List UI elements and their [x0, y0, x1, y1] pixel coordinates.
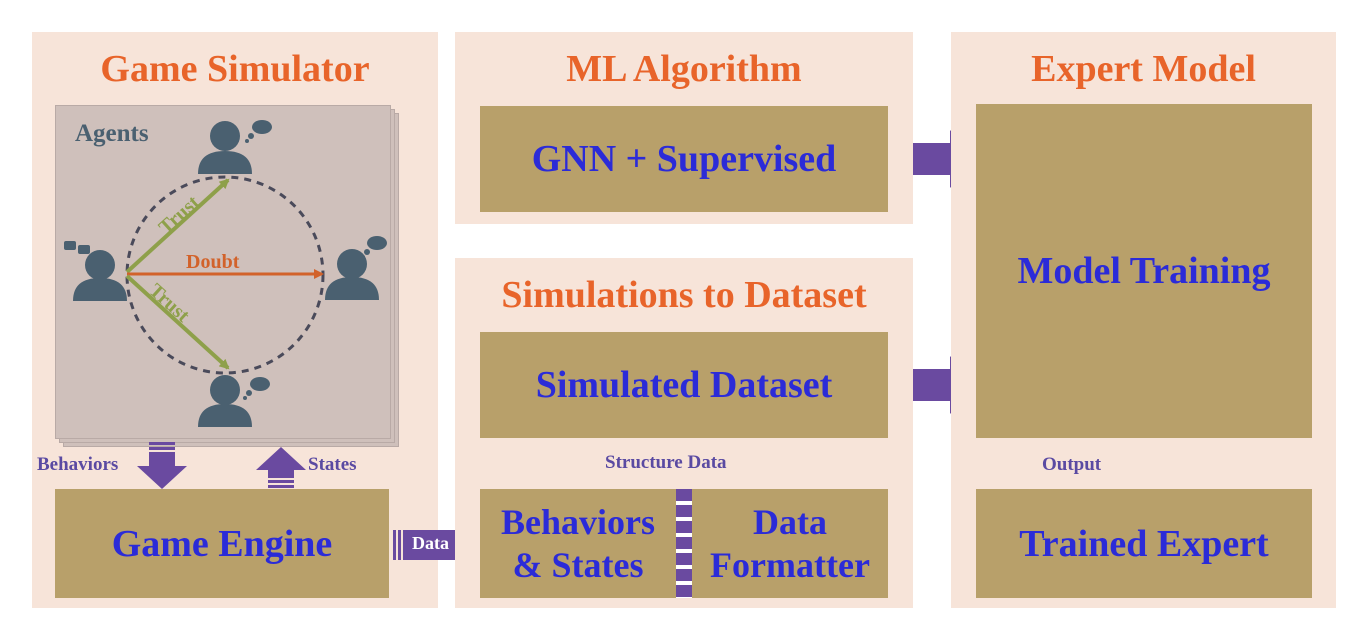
behaviors-arrow-down [137, 442, 187, 489]
model-training-label: Model Training [1017, 250, 1271, 292]
expert-model-title: Expert Model [1031, 48, 1256, 90]
ml-algorithm-title: ML Algorithm [566, 48, 802, 90]
speech-bubbles-icon [64, 241, 90, 254]
doubt-label: Doubt [186, 251, 240, 273]
trained-expert-label: Trained Expert [1019, 522, 1269, 565]
data-formatter-line2: Formatter [710, 544, 870, 585]
behaviors-states-line2: & States [512, 544, 644, 585]
thought-bubble-icon [243, 377, 270, 400]
user-icon [198, 121, 252, 174]
agents-label: Agents [75, 120, 149, 147]
simulated-dataset-label: Simulated Dataset [535, 364, 833, 406]
states-label: States [308, 454, 357, 475]
trust-label-down: Trust [145, 279, 194, 327]
thought-bubble-icon [245, 120, 272, 143]
gnn-supervised-label: GNN + Supervised [531, 138, 837, 180]
states-arrow-up [256, 447, 306, 488]
user-icon [325, 249, 379, 300]
structure-data-label: Structure Data [605, 452, 727, 473]
output-label: Output [1042, 454, 1102, 475]
trained-expert-box: Trained Expert [976, 489, 1312, 598]
gnn-supervised-box: GNN + Supervised [480, 106, 888, 212]
simulations-title: Simulations to Dataset [501, 274, 867, 316]
data-formatter-line1: Data [753, 502, 827, 543]
game-engine-label: Game Engine [111, 522, 333, 565]
behaviors-states-line1: Behaviors [500, 502, 655, 543]
thought-bubble-icon [361, 236, 387, 259]
model-training-box: Model Training [976, 104, 1312, 438]
split-divider [676, 489, 692, 598]
user-icon [198, 375, 252, 427]
data-label: Data [412, 533, 449, 553]
simulated-dataset-box: Simulated Dataset [480, 332, 888, 438]
data-formatter-box: Data Formatter [692, 489, 888, 598]
behaviors-label: Behaviors [37, 454, 119, 475]
trust-edge-down [125, 274, 230, 370]
behaviors-states-box: Behaviors & States [480, 489, 676, 598]
game-simulator-title: Game Simulator [100, 48, 370, 90]
game-engine-box: Game Engine [55, 489, 389, 598]
trust-edge-up [125, 178, 230, 274]
user-icon [73, 250, 127, 301]
